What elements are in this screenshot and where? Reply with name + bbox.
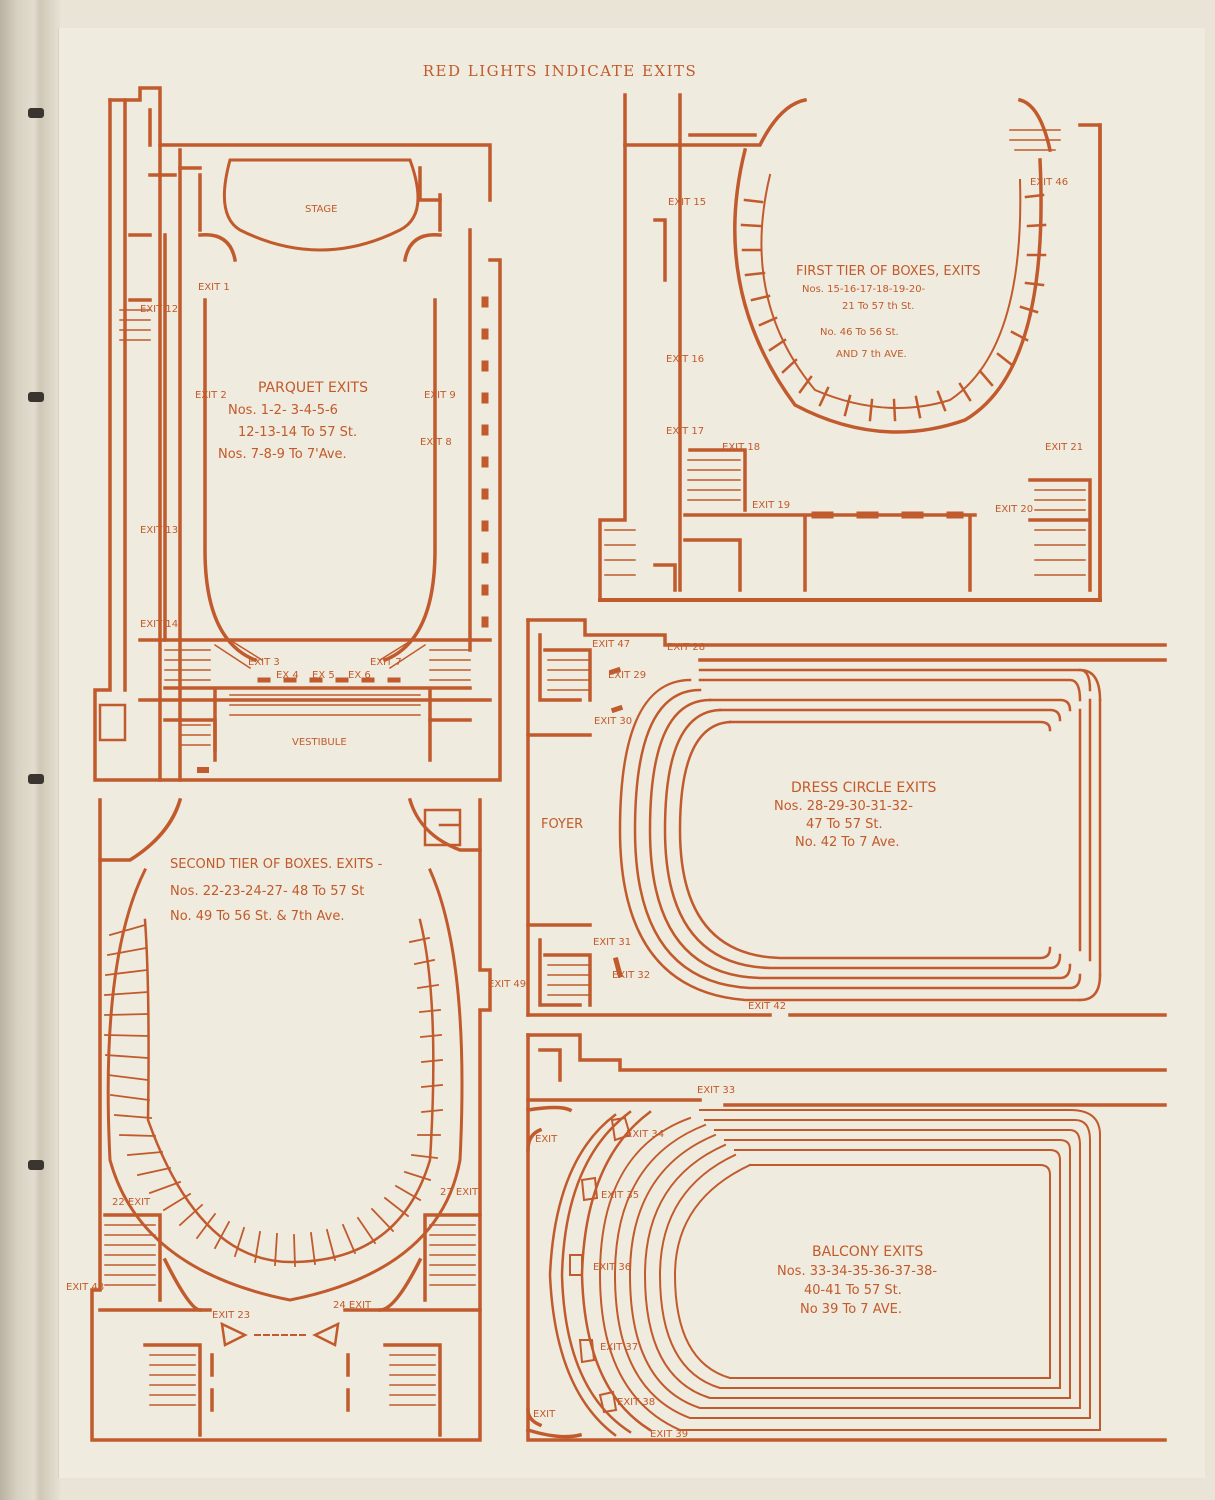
- first-tier-caption-title: FIRST TIER OF BOXES, EXITS: [796, 264, 981, 279]
- exit-label: 24 EXIT: [333, 1300, 372, 1311]
- second-tier-plan: [90, 797, 492, 1442]
- exit-label: 27 EXIT: [440, 1187, 479, 1198]
- dress-circle-caption-line: No. 42 To 7 Ave.: [795, 835, 900, 850]
- balcony-caption-line: No 39 To 7 AVE.: [800, 1302, 902, 1317]
- foyer-label: FOYER: [541, 817, 583, 832]
- exit-label: EXIT 35: [601, 1190, 639, 1201]
- binding-ring: [28, 108, 44, 118]
- exit-label: EXIT 30: [594, 716, 632, 727]
- exit-label: EXIT 8: [420, 437, 452, 448]
- page-title: RED LIGHTS INDICATE EXITS: [422, 62, 698, 80]
- exit-label: EXIT 9: [424, 390, 456, 401]
- first-tier-caption-line: Nos. 15-16-17-18-19-20-: [802, 284, 926, 295]
- dress-circle-caption-title: DRESS CIRCLE EXITS: [791, 780, 937, 796]
- exit-label: EXIT 3: [248, 657, 280, 668]
- first-tier-caption-line: No. 46 To 56 St.: [820, 327, 899, 338]
- dress-circle-plan: [526, 618, 1167, 1017]
- binding-ring: [28, 1160, 44, 1170]
- exit-label: EXIT 36: [593, 1262, 631, 1273]
- exit-label: EXIT 7: [370, 657, 402, 668]
- exit-label: EXIT 13: [140, 525, 178, 536]
- exit-label: EXIT 18: [722, 442, 760, 453]
- spine-binding: [0, 0, 60, 1500]
- first-tier-caption-line: 21 To 57 th St.: [842, 301, 914, 312]
- second-tier-caption-line: Nos. 22-23-24-27- 48 To 57 St: [170, 884, 364, 899]
- exit-label: EXIT 28: [667, 642, 705, 653]
- exit-label: EXIT 17: [666, 426, 704, 437]
- exit-label: EXIT 39: [650, 1429, 688, 1440]
- exit-label: EXIT 15: [668, 197, 706, 208]
- balcony-caption-title: BALCONY EXITS: [812, 1244, 923, 1260]
- second-tier-caption-title: SECOND TIER OF BOXES. EXITS -: [170, 857, 383, 872]
- exit-label: EXIT 14: [140, 619, 178, 630]
- stage-label: STAGE: [305, 204, 337, 215]
- exit-label: EXIT 12: [140, 304, 178, 315]
- exit-label: EXIT: [535, 1134, 558, 1145]
- page-plate: [58, 28, 1205, 1478]
- exit-label: EX 4: [276, 670, 299, 681]
- binding-ring: [28, 774, 44, 784]
- exit-label: EXIT 38: [617, 1397, 655, 1408]
- parquet-caption-line: 12-13-14 To 57 St.: [238, 425, 357, 440]
- exit-label: EXIT 33: [697, 1085, 735, 1096]
- exit-label: EXIT: [533, 1409, 556, 1420]
- exit-label: EXIT 20: [995, 504, 1033, 515]
- parquet-caption-title: PARQUET EXITS: [258, 380, 368, 396]
- exit-label: EXIT 1: [198, 282, 230, 293]
- balcony-caption-line: 40-41 To 57 St.: [804, 1283, 902, 1298]
- exit-label: EXIT 37: [600, 1342, 638, 1353]
- vestibule-label: VESTIBULE: [292, 737, 347, 748]
- exit-label: EXIT 42: [748, 1001, 786, 1012]
- exit-label: EXIT 46: [1030, 177, 1068, 188]
- exit-label: EXIT 48: [66, 1282, 104, 1293]
- parquet-plan: [93, 86, 502, 782]
- exit-label: EXIT 32: [612, 970, 650, 981]
- parquet-caption-line: Nos. 7-8-9 To 7'Ave.: [218, 447, 347, 462]
- balcony-caption-line: Nos. 33-34-35-36-37-38-: [777, 1264, 937, 1279]
- second-tier-caption-line: No. 49 To 56 St. & 7th Ave.: [170, 909, 344, 924]
- exit-label: EXIT 31: [593, 937, 631, 948]
- binding-ring: [28, 392, 44, 402]
- exit-label: EXIT 47: [592, 639, 630, 650]
- exit-label: EXIT 16: [666, 354, 704, 365]
- first-tier-caption-line: AND 7 th AVE.: [836, 349, 907, 360]
- balcony-plan: [525, 1033, 1167, 1442]
- exit-label: EXIT 21: [1045, 442, 1083, 453]
- exit-label: EX 6: [348, 670, 371, 681]
- parquet-caption-line: Nos. 1-2- 3-4-5-6: [228, 403, 338, 418]
- exit-label: EX 5: [312, 670, 335, 681]
- first-tier-plan: [598, 93, 1102, 602]
- exit-label: EXIT 29: [608, 670, 646, 681]
- dress-circle-caption-line: 47 To 57 St.: [806, 817, 883, 832]
- exit-label: EXIT 23: [212, 1310, 250, 1321]
- exit-label: 22 EXIT: [112, 1197, 151, 1208]
- exit-label: EXIT 19: [752, 500, 790, 511]
- exit-label: EXIT 49: [488, 979, 526, 990]
- exit-label: EXIT 2: [195, 390, 227, 401]
- exit-label: EXIT 34: [626, 1129, 664, 1140]
- dress-circle-caption-line: Nos. 28-29-30-31-32-: [774, 799, 913, 814]
